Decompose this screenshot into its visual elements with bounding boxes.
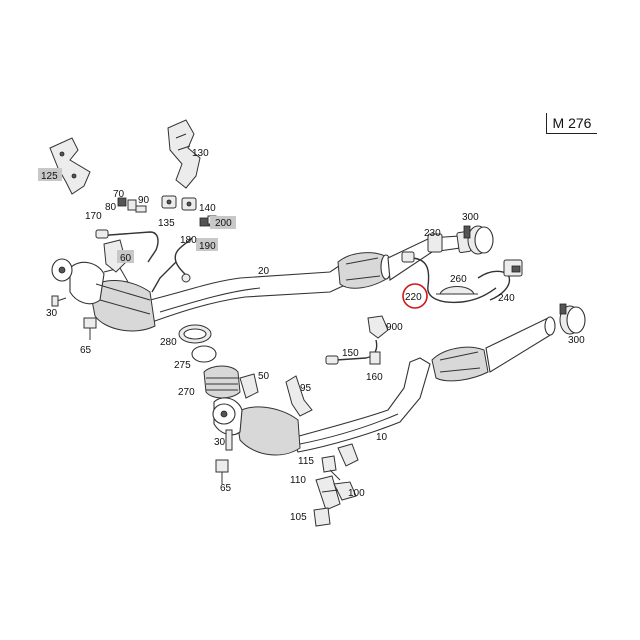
label-70: 70 xyxy=(113,189,125,200)
center-catalyst xyxy=(337,252,392,289)
clamp-300-upper xyxy=(463,225,494,255)
clamp-300-lower xyxy=(559,303,586,335)
bolt-30-lower xyxy=(225,429,233,451)
label-115: 115 xyxy=(298,456,314,467)
label-140: 140 xyxy=(199,203,216,214)
sensor-240 xyxy=(477,259,523,301)
fasteners-70-80-90 xyxy=(117,197,147,213)
sensor-wire-180 xyxy=(151,237,193,293)
label-200: 200 xyxy=(215,218,232,229)
label-100: 100 xyxy=(348,488,365,499)
label-240: 240 xyxy=(498,293,515,304)
bracket-95 xyxy=(285,375,313,417)
label-30-lower: 30 xyxy=(214,437,226,448)
label-65-lower: 65 xyxy=(220,483,232,494)
label-280: 280 xyxy=(160,337,177,348)
label-270: 270 xyxy=(178,387,195,398)
highlight-ring-220 xyxy=(402,283,428,309)
label-275: 275 xyxy=(174,360,191,371)
label-95: 95 xyxy=(300,383,312,394)
label-260: 260 xyxy=(450,274,467,285)
sensor-150-160 xyxy=(325,339,381,365)
bracket-60 xyxy=(103,239,127,273)
label-180: 180 xyxy=(180,235,197,246)
bolt-30-upper xyxy=(51,295,67,307)
hanger-cluster-100-115 xyxy=(313,443,359,527)
gasket-275 xyxy=(191,345,217,363)
model-label: M 276 xyxy=(546,113,597,134)
sensor-wire-170 xyxy=(95,229,159,263)
bracket-50 xyxy=(239,373,259,399)
label-30-upper: 30 xyxy=(46,308,58,319)
bracket-125 xyxy=(49,137,91,195)
label-190: 190 xyxy=(199,241,216,252)
bracket-900 xyxy=(367,315,389,339)
rear-pipe-lower xyxy=(485,316,556,373)
label-20: 20 xyxy=(258,266,270,277)
front-catalytic-converter-lower xyxy=(212,397,301,456)
rubber-mount-260 xyxy=(436,286,478,295)
label-300-lower: 300 xyxy=(568,335,585,346)
part-labels: 125 130 70 90 80 140 135 170 200 180 190… xyxy=(38,148,585,523)
label-80: 80 xyxy=(105,202,117,213)
label-160: 160 xyxy=(366,372,383,383)
rear-catalyst-lower xyxy=(431,346,489,382)
clamp-135-140 xyxy=(161,195,197,211)
label-60: 60 xyxy=(120,253,132,264)
bracket-130 xyxy=(167,119,201,189)
label-220: 220 xyxy=(405,292,422,303)
clamp-230 xyxy=(427,233,443,253)
label-90: 90 xyxy=(138,195,150,206)
bolt-65-upper xyxy=(83,317,97,340)
rear-pipe-10 xyxy=(291,357,431,453)
clamp-280 xyxy=(178,324,212,344)
flex-pipe-270 xyxy=(203,365,241,399)
label-300-upper: 300 xyxy=(462,212,479,223)
label-50: 50 xyxy=(258,371,270,382)
label-125: 125 xyxy=(41,171,58,182)
label-170: 170 xyxy=(85,211,102,222)
sensor-220 xyxy=(401,251,497,304)
label-10: 10 xyxy=(376,432,388,443)
label-150: 150 xyxy=(342,348,359,359)
label-110: 110 xyxy=(290,475,306,486)
bolt-65-lower xyxy=(215,459,229,484)
label-230: 230 xyxy=(424,228,441,239)
label-65-upper: 65 xyxy=(80,345,92,356)
front-pipe-20 xyxy=(149,260,346,323)
label-130: 130 xyxy=(192,148,209,159)
label-105: 105 xyxy=(290,512,307,523)
label-135: 135 xyxy=(158,218,175,229)
front-catalytic-converter-upper xyxy=(51,258,156,332)
label-900: 900 xyxy=(386,322,403,333)
